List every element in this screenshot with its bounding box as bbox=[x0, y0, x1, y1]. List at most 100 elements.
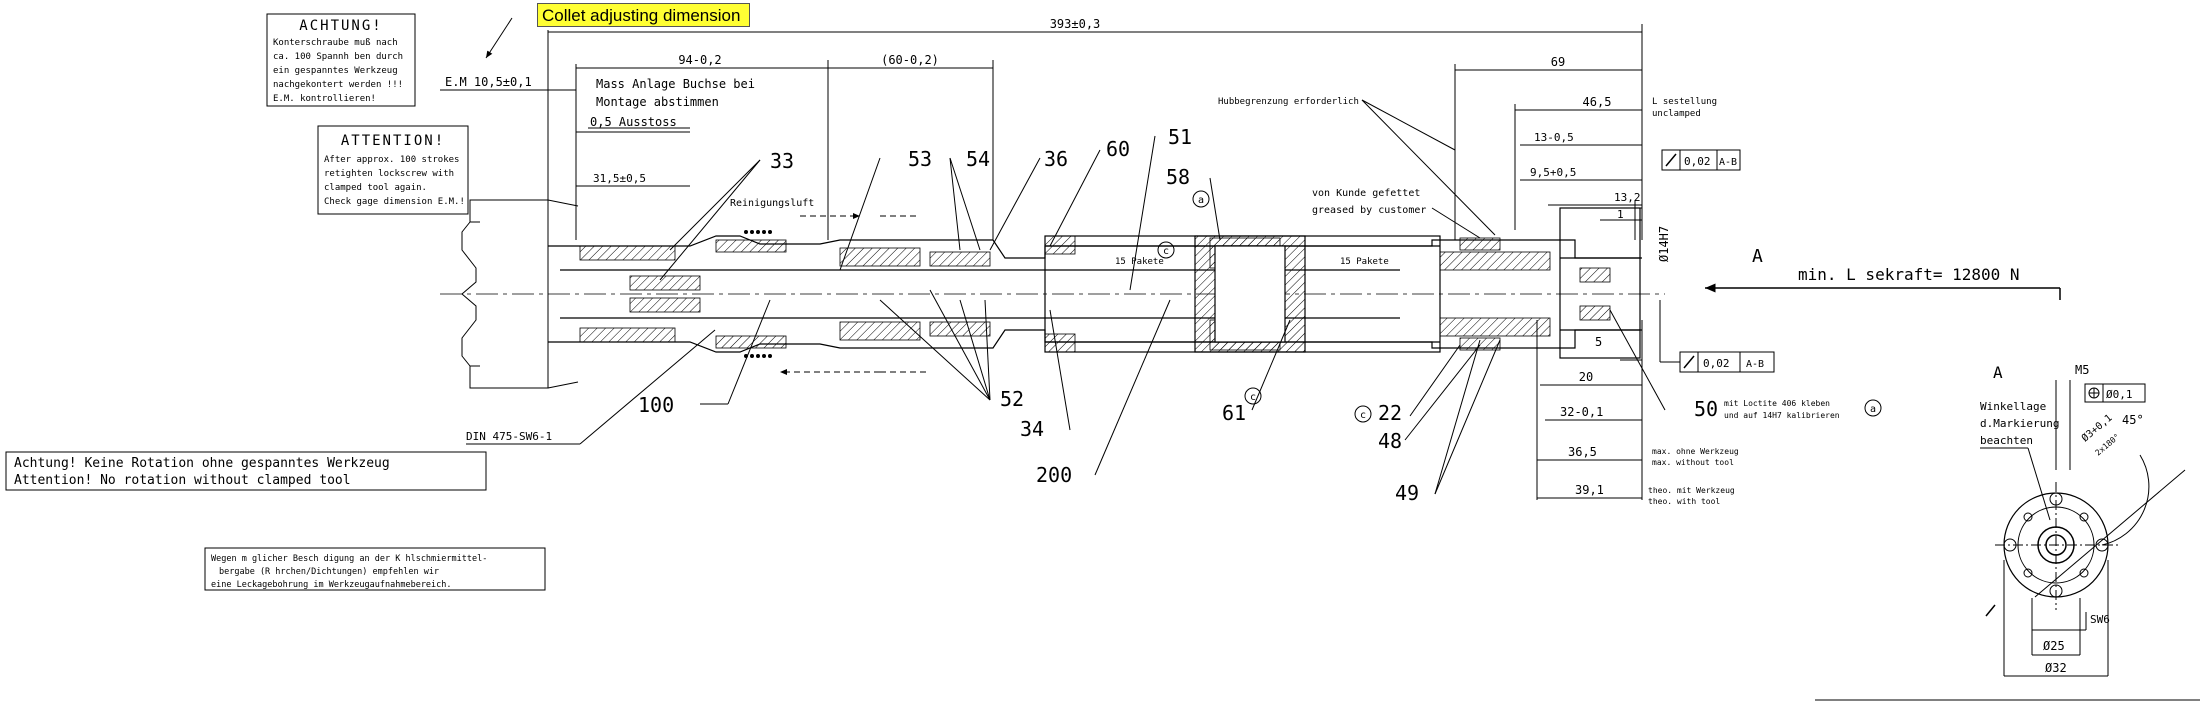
callout-60: 60 bbox=[1106, 137, 1130, 161]
svg-text:beachten: beachten bbox=[1980, 434, 2033, 447]
label-kunde-1: von Kunde gefettet bbox=[1312, 188, 1420, 199]
attention-line-1: After approx. 100 strokes bbox=[324, 155, 459, 165]
dim-ausstoss: 0,5 Ausstoss bbox=[590, 115, 677, 129]
callout-50: 50 bbox=[1694, 397, 1718, 421]
callout-36: 36 bbox=[1044, 147, 1068, 171]
spring-housing bbox=[1044, 235, 1441, 353]
achtung-title: ACHTUNG! bbox=[299, 18, 382, 34]
dim-1: 1 bbox=[1617, 208, 1624, 221]
rotation-line-2: Attention! No rotation without clamped t… bbox=[14, 473, 351, 488]
svg-text:A-B: A-B bbox=[1746, 359, 1764, 370]
label-reinigungsluft: Reinigungsluft bbox=[730, 198, 814, 209]
endview-d25: Ø25 bbox=[2043, 639, 2065, 653]
collet-dimension-highlight: Collet adjusting dimension bbox=[537, 3, 750, 27]
rotation-line-1: Achtung! Keine Rotation ohne gespanntes … bbox=[14, 456, 390, 471]
leakage-line-1: Wegen m glicher Besch digung an der K hl… bbox=[211, 554, 487, 564]
callout-49: 49 bbox=[1395, 481, 1419, 505]
svg-text:A: A bbox=[1993, 363, 2003, 382]
endview-m5: M5 bbox=[2075, 363, 2089, 377]
label-din: DIN 475-SW6-1 bbox=[466, 430, 552, 443]
attention-line-4: Check gage dimension E.M.! bbox=[324, 197, 465, 207]
endview-tol: Ø0,1 bbox=[2106, 388, 2133, 401]
spring-pack-markers bbox=[744, 230, 772, 358]
label-arrow-a: A bbox=[1752, 246, 1763, 267]
svg-text:0,02: 0,02 bbox=[1684, 155, 1711, 168]
endview-sw6: SW6 bbox=[2090, 613, 2110, 626]
dim-31-5: 31,5±0,5 bbox=[593, 172, 646, 185]
dim-32: 32-0,1 bbox=[1560, 405, 1603, 419]
dimension-lines bbox=[440, 24, 1643, 500]
dim-overall: 393±0,3 bbox=[1050, 17, 1101, 31]
callout-100: 100 bbox=[638, 393, 674, 417]
dim-94: 94-0,2 bbox=[678, 53, 721, 67]
note-mit-1: theo. mit Werkzeug bbox=[1648, 486, 1735, 495]
label-loctite-2: und auf 14H7 kalibrieren bbox=[1724, 411, 1840, 420]
achtung-line-5: E.M. kontrollieren! bbox=[273, 94, 376, 104]
callout-54: 54 bbox=[966, 147, 990, 171]
callout-48: 48 bbox=[1378, 429, 1402, 453]
callout-52: 52 bbox=[1000, 387, 1024, 411]
dim-mass-2: Montage abstimmen bbox=[596, 95, 719, 109]
achtung-line-4: nachgekontert werden !!! bbox=[273, 80, 403, 90]
label-hubbegrenzung: Hubbegrenzung erforderlich bbox=[1218, 97, 1359, 107]
achtung-note: ACHTUNG! Konterschraube muß nach ca. 100… bbox=[266, 13, 416, 107]
dim-9-5: 9,5+0,5 bbox=[1530, 166, 1576, 179]
dim-13-2: 13,2 bbox=[1614, 191, 1641, 204]
label-pakete-1: 15 Pakete bbox=[1115, 257, 1164, 267]
attention-line-3: clamped tool again. bbox=[324, 183, 427, 193]
achtung-line-2: ca. 100 Spannh ben durch bbox=[273, 52, 403, 62]
dim-5: 5 bbox=[1595, 335, 1602, 349]
endview-angle: 45° bbox=[2122, 413, 2144, 427]
leakage-line-2: bergabe (R hrchen/Dichtungen) empfehlen … bbox=[219, 567, 439, 577]
leakage-line-3: eine Leckagebohrung im Werkzeugaufnahmeb… bbox=[211, 580, 452, 590]
svg-text:a: a bbox=[1198, 195, 1204, 206]
svg-text:A-B: A-B bbox=[1719, 157, 1737, 168]
callout-200: 200 bbox=[1036, 463, 1072, 487]
callout-58: 58 bbox=[1166, 165, 1190, 189]
label-pakete-2: 15 Pakete bbox=[1340, 257, 1389, 267]
svg-text:c: c bbox=[1360, 410, 1366, 421]
note-ohne-1: max. ohne Werkzeug bbox=[1652, 447, 1739, 456]
attention-title: ATTENTION! bbox=[341, 133, 445, 149]
note-mit-2: theo. with tool bbox=[1648, 497, 1720, 506]
dim-46-5: 46,5 bbox=[1583, 95, 1612, 109]
label-loctite-1: mit Loctite 406 kleben bbox=[1724, 399, 1830, 408]
achtung-line-1: Konterschraube muß nach bbox=[273, 38, 398, 48]
svg-text:d.Markierung: d.Markierung bbox=[1980, 417, 2059, 430]
achtung-line-3: ein gespanntes Werkzeug bbox=[273, 66, 398, 76]
tolerance-frame-bottom: 0,02 A-B bbox=[1659, 300, 1775, 373]
callout-53: 53 bbox=[908, 147, 932, 171]
callouts: 33 53 54 36 60 5 1 58 100 52 34 200 61 22… bbox=[638, 125, 1718, 505]
callout-61: 61 bbox=[1222, 401, 1246, 425]
note-lstellung-1: L sestellung bbox=[1652, 97, 1717, 107]
dim-13: 13-0,5 bbox=[1534, 131, 1574, 144]
svg-text:c: c bbox=[1163, 246, 1169, 257]
circled-marks: a c c c a bbox=[1157, 190, 1882, 423]
dim-20: 20 bbox=[1579, 370, 1593, 384]
dim-d14: Ø14H7 bbox=[1657, 226, 1671, 262]
dim-39-1: 39,1 bbox=[1575, 483, 1604, 497]
endview-d32: Ø32 bbox=[2045, 661, 2067, 675]
tolerance-frame-top: 0,02 A-B bbox=[1661, 149, 1741, 171]
callout-34: 34 bbox=[1020, 417, 1044, 441]
svg-text:c: c bbox=[1250, 392, 1256, 403]
rotation-warning: Achtung! Keine Rotation ohne gespanntes … bbox=[5, 451, 487, 491]
attention-note: ATTENTION! After approx. 100 strokes ret… bbox=[317, 125, 469, 215]
svg-text:0,02: 0,02 bbox=[1703, 357, 1730, 370]
callout-22: 22 bbox=[1378, 401, 1402, 425]
spindle-nose bbox=[461, 199, 579, 389]
dim-36-5: 36,5 bbox=[1568, 445, 1597, 459]
label-kunde-2: greased by customer bbox=[1312, 205, 1426, 216]
dim-60: (60-0,2) bbox=[881, 53, 939, 67]
note-lstellung-2: unclamped bbox=[1652, 109, 1701, 119]
svg-text:a: a bbox=[1870, 404, 1876, 415]
attention-line-2: retighten lockscrew with bbox=[324, 169, 454, 179]
dim-em: E.M 10,5±0,1 bbox=[445, 75, 532, 89]
callout-33: 33 bbox=[770, 149, 794, 173]
endview-holes-2: 2x180° bbox=[2094, 432, 2122, 457]
label-force: min. L sekraft= 12800 N bbox=[1798, 265, 2020, 284]
note-ohne-2: max. without tool bbox=[1652, 458, 1734, 467]
dim-mass-1: Mass Anlage Buchse bei bbox=[596, 77, 755, 91]
svg-text:Winkellage: Winkellage bbox=[1980, 400, 2046, 413]
